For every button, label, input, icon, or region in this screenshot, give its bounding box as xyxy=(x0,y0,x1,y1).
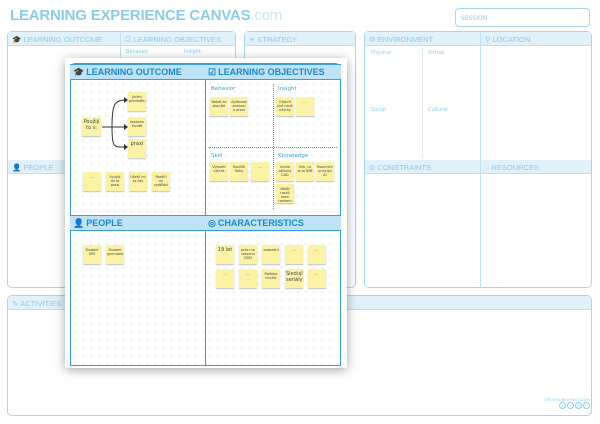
sticky-note[interactable]: Vytvořit výkres xyxy=(210,162,228,181)
cc-icon: c xyxy=(559,402,566,409)
sa-icon: ↻ xyxy=(575,402,582,409)
sticky-note[interactable]: svobodní xyxy=(262,245,280,264)
bg-learning-objectives-header: ☑LEARNING OBJECTIVES xyxy=(121,32,235,46)
nc-icon: − xyxy=(583,402,590,409)
person-icon: 👤 xyxy=(12,163,22,172)
outcome-arrows xyxy=(102,97,128,150)
sticky-note[interactable]: Nebát se zkoušet xyxy=(210,97,228,116)
sticky-note[interactable]: praxi xyxy=(128,139,146,158)
by-icon: i xyxy=(567,402,574,409)
knowledge-label: Knowledge xyxy=(278,153,309,159)
sticky-note[interactable]: Umím základy CAD xyxy=(276,162,294,181)
sticky-note[interactable]: Využiji mi to praxi xyxy=(106,172,124,191)
constraints-header: ⊘CONSTRAINTS xyxy=(365,160,480,174)
sticky-note[interactable]: … xyxy=(216,269,234,288)
graduation-cap-icon: 🎓 xyxy=(73,67,85,77)
bg-insight-label: Insight xyxy=(184,49,201,55)
people-header: 👤PEOPLE xyxy=(70,215,206,231)
gear-icon: ⚙ xyxy=(369,35,376,44)
sticky-note[interactable]: Rozšíří mi vzdělání xyxy=(152,172,170,191)
session-input[interactable]: SESSION xyxy=(455,8,590,27)
learning-outcome-header: 🎓LEARNING OUTCOME xyxy=(70,64,206,80)
sticky-note[interactable]: Vědět rozdíl mezi rastrem a vektorem xyxy=(276,184,294,203)
behavior-label: Behavior xyxy=(211,86,236,92)
graduation-cap-icon: 🎓 xyxy=(12,35,22,44)
sticky-note[interactable]: Vím, co je to BIM xyxy=(296,162,314,181)
location-header: ⚲LOCATION xyxy=(481,32,591,46)
sticky-note[interactable]: Aplikovat znalosti v praxi xyxy=(230,97,248,116)
bg-people-header: 👤PEOPLE xyxy=(8,160,68,174)
sticky-note[interactable]: Potřeba chválit xyxy=(262,269,280,288)
sticky-note[interactable]: … xyxy=(296,97,314,116)
environment-panel xyxy=(364,31,592,288)
person-icon: 👤 xyxy=(73,218,85,228)
page-title: LEARNING EXPERIENCE CANVAS.com xyxy=(10,7,283,24)
overlay-left-frame xyxy=(70,63,206,366)
checkbox-icon: ☑ xyxy=(208,67,217,77)
no-entry-icon: ⊘ xyxy=(369,163,376,172)
sticky-note[interactable]: Student gymnázia xyxy=(106,245,124,264)
sticky-note[interactable]: … xyxy=(251,162,269,181)
skill-label: Skill xyxy=(211,153,223,159)
physical-label: Physical xyxy=(371,50,392,56)
sticky-note[interactable]: Sledují seriály xyxy=(285,269,303,288)
binoculars-icon: ⚭ xyxy=(249,35,256,44)
insight-label: Insight xyxy=(278,86,297,92)
sticky-note[interactable]: Ušetří mi to čas xyxy=(129,172,147,191)
sticky-note[interactable]: … xyxy=(285,245,303,264)
checkbox-icon: ☑ xyxy=(125,35,132,44)
wrench-icon: ✎ xyxy=(12,299,19,308)
strategy-header: ⚭STRATEGY xyxy=(245,32,355,46)
virtual-label: Virtual xyxy=(428,50,445,56)
bg-learning-outcome-header: 🎓LEARNING OUTCOME xyxy=(8,32,121,46)
sticky-note[interactable]: … xyxy=(308,269,326,288)
sticky-note[interactable]: Rozlišit fotky xyxy=(230,162,248,181)
sticky-note[interactable]: Použiji to v: xyxy=(82,117,101,136)
sticky-note[interactable]: 19 let xyxy=(216,245,234,264)
characteristics-header: ◎CHARACTERISTICS xyxy=(205,215,341,231)
environment-header: ⚙ENVIRONMENT xyxy=(365,32,480,46)
location-pin-icon: ⚲ xyxy=(485,35,491,44)
sticky-note[interactable]: práci na rozvahu 2005 xyxy=(239,245,257,264)
sticky-note[interactable]: Objevit jiné nové návrhy xyxy=(276,97,294,116)
bg-behavior-label: Behavior xyxy=(126,49,149,55)
sticky-note[interactable]: … xyxy=(308,245,326,264)
cultural-label: Cultural xyxy=(428,107,448,113)
fingerprint-icon: ◎ xyxy=(208,218,216,228)
resources-header: ◌RESOURCES xyxy=(481,160,591,174)
money-bag-icon: ◌ xyxy=(485,163,490,172)
sticky-note[interactable]: jiném předmětu xyxy=(128,92,146,111)
sticky-note[interactable]: … xyxy=(239,269,257,288)
sticky-note[interactable]: Student SPŠ xyxy=(83,245,101,264)
sticky-note[interactable]: Rozumím principu AI xyxy=(316,162,334,181)
sticky-note[interactable]: … xyxy=(83,172,101,191)
sticky-note[interactable]: osobním životě xyxy=(128,117,146,136)
learning-objectives-header: ☑LEARNING OBJECTIVES xyxy=(205,64,341,80)
social-label: Social xyxy=(371,107,386,113)
